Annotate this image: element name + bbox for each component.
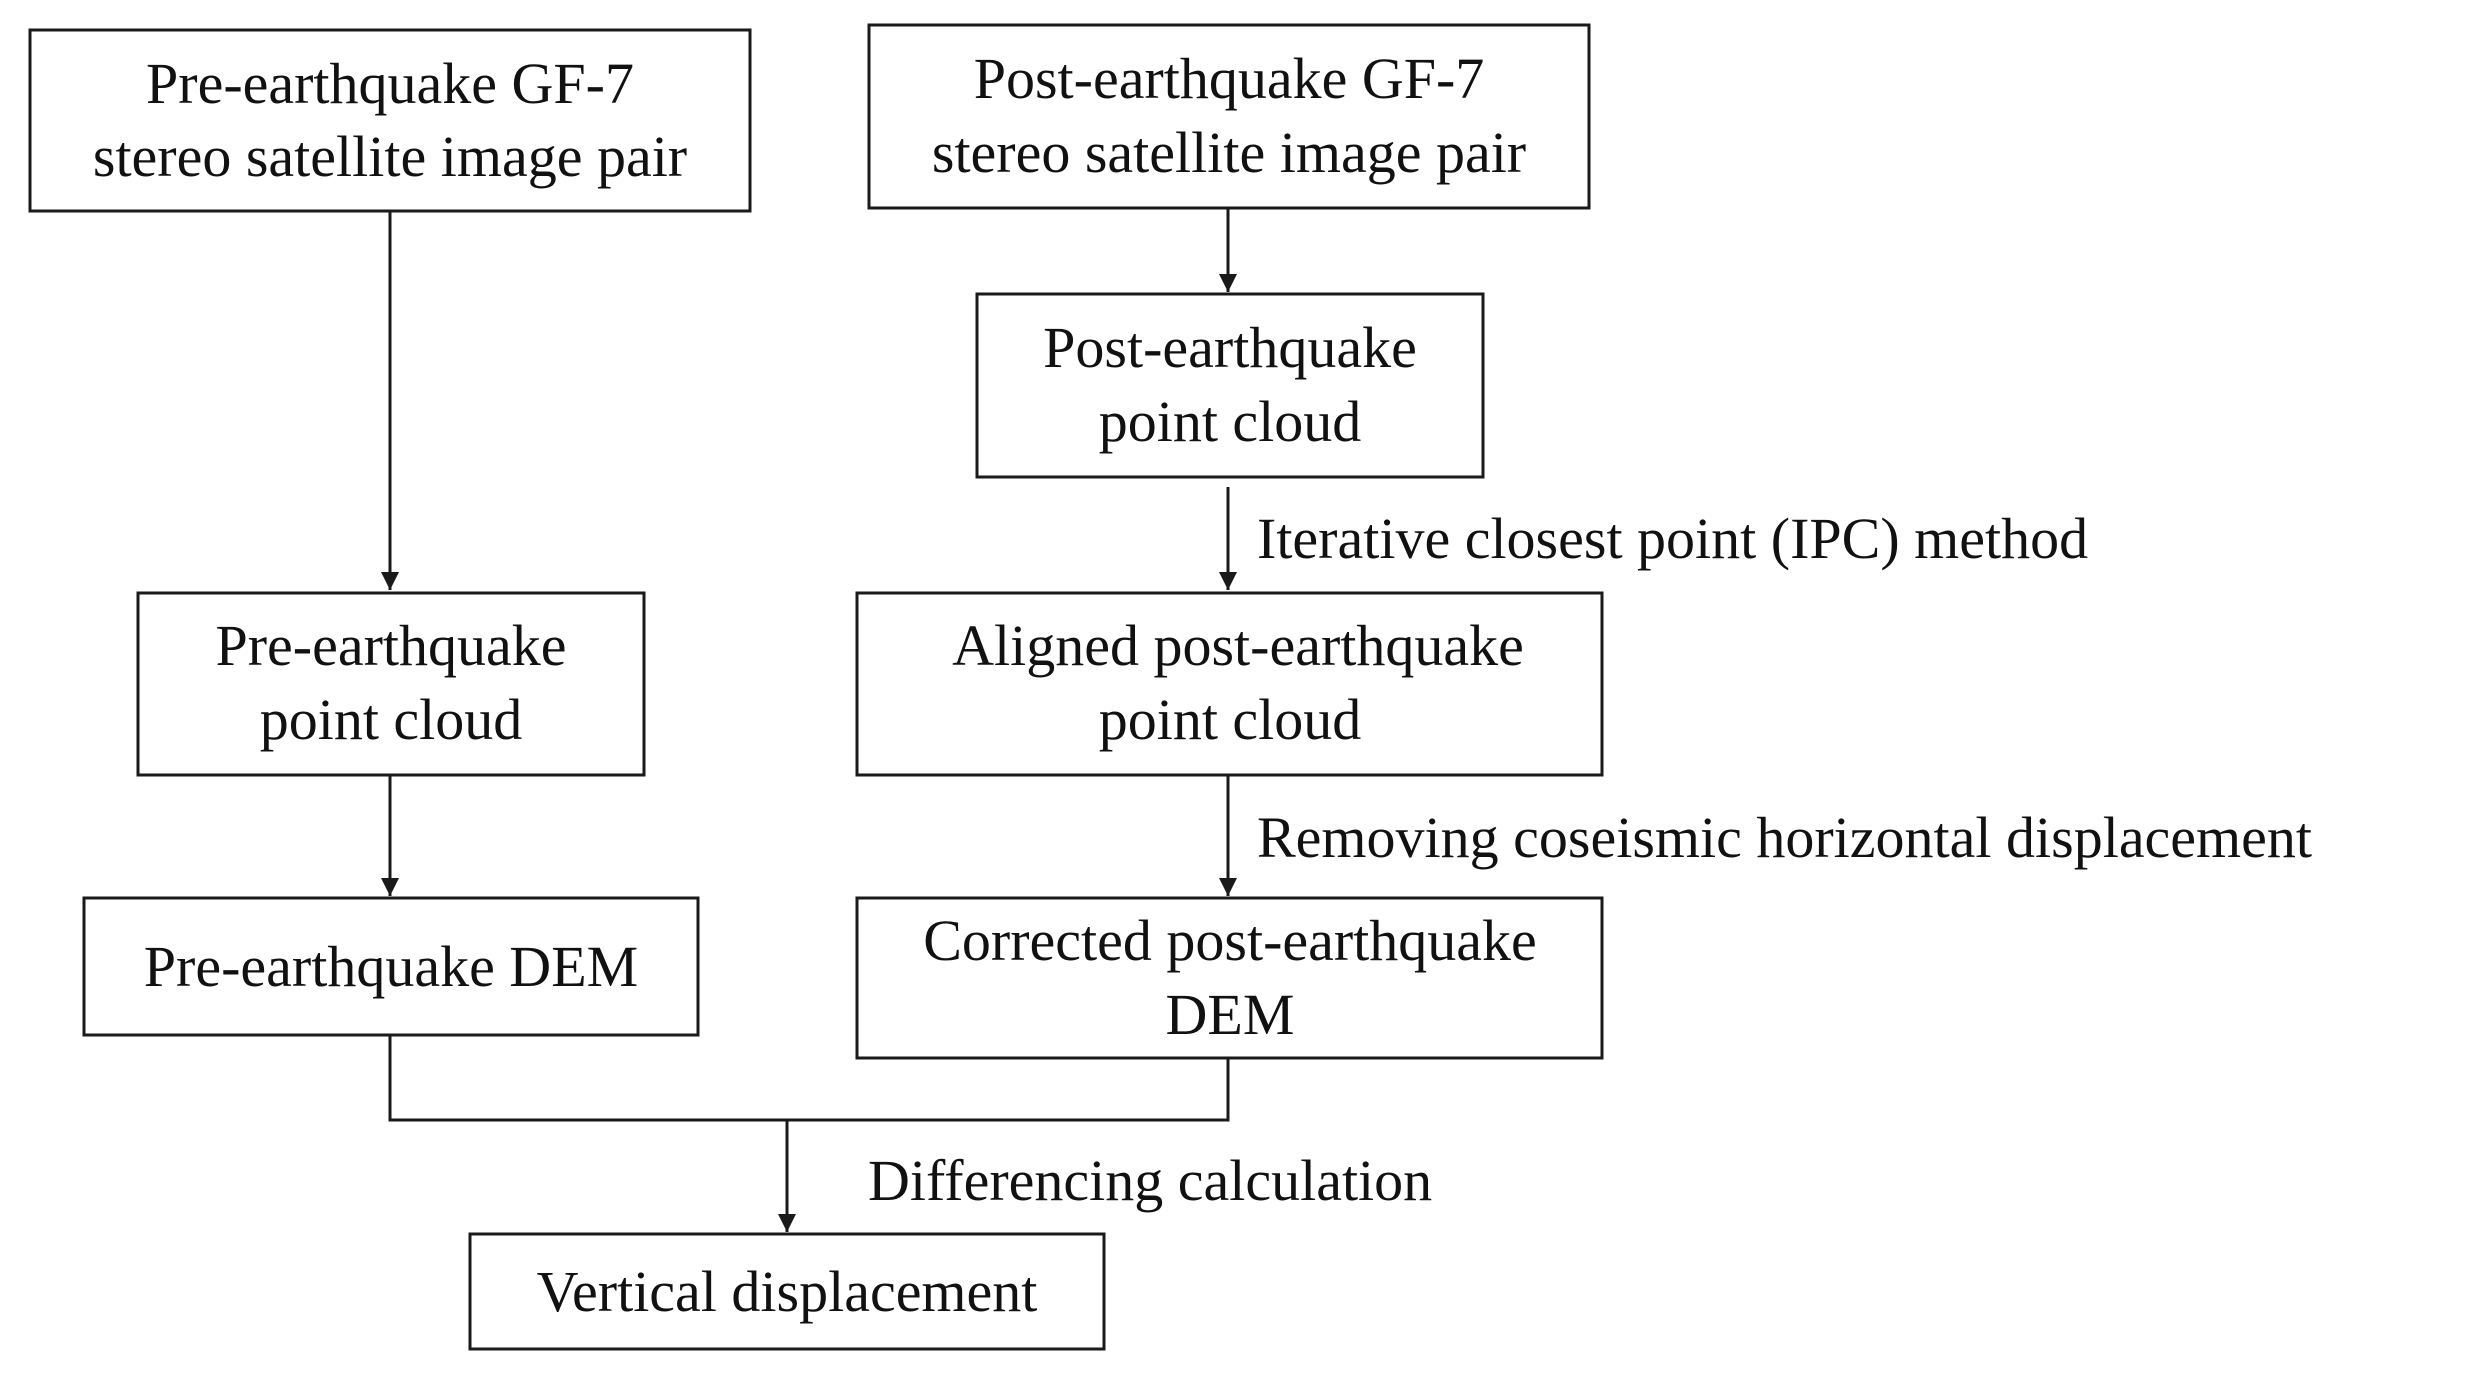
box-post-stereo-pair bbox=[867, 23, 1591, 210]
post-stereo-line1: Post-earthquake GF-7 bbox=[974, 46, 1485, 111]
aligned-cloud-line2: point cloud bbox=[1099, 687, 1362, 752]
box-post-point-cloud bbox=[975, 292, 1485, 479]
box-corrected-dem bbox=[855, 896, 1604, 1060]
box-aligned-point-cloud bbox=[855, 591, 1604, 777]
merge-line-dems bbox=[388, 1035, 1230, 1122]
corrected-dem-line1: Corrected post-earthquake bbox=[923, 908, 1537, 973]
pre-stereo-line2: stereo satellite image pair bbox=[93, 124, 687, 189]
post-cloud-line1: Post-earthquake bbox=[1043, 315, 1417, 380]
box-pre-stereo-pair bbox=[28, 28, 752, 213]
box-vertical-displacement bbox=[468, 1232, 1106, 1351]
box-pre-point-cloud bbox=[136, 591, 646, 777]
label-differencing-calculation: Differencing calculation bbox=[868, 1148, 1432, 1213]
corrected-dem-line2: DEM bbox=[1166, 982, 1295, 1047]
pre-cloud-line1: Pre-earthquake bbox=[215, 613, 566, 678]
pre-stereo-line1: Pre-earthquake GF-7 bbox=[146, 51, 634, 116]
aligned-cloud-line1: Aligned post-earthquake bbox=[952, 613, 1524, 678]
post-stereo-line2: stereo satellite image pair bbox=[932, 120, 1526, 185]
pre-dem-label: Pre-earthquake DEM bbox=[144, 934, 638, 999]
vertical-displacement-label: Vertical displacement bbox=[537, 1259, 1038, 1324]
post-cloud-line2: point cloud bbox=[1099, 389, 1362, 454]
pre-cloud-line2: point cloud bbox=[260, 687, 523, 752]
label-icp-method: Iterative closest point (IPC) method bbox=[1257, 506, 2088, 571]
label-removing-displacement: Removing coseismic horizontal displaceme… bbox=[1257, 805, 2312, 870]
box-pre-dem bbox=[82, 896, 700, 1037]
